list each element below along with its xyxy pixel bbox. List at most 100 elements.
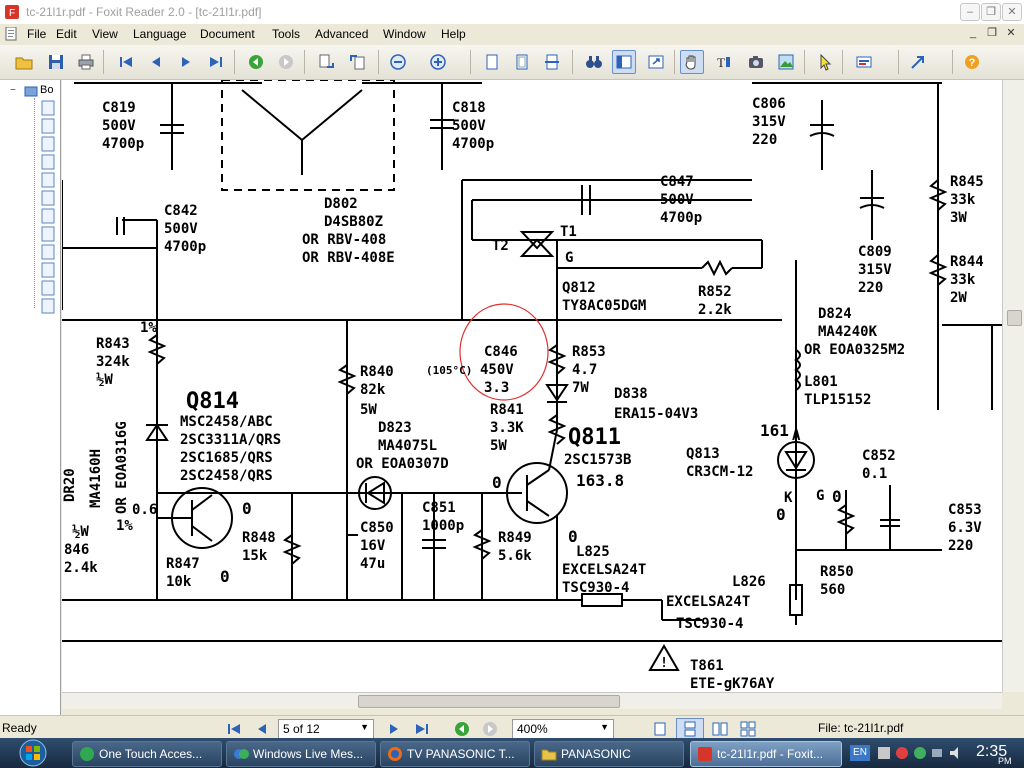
menu-tools[interactable]: Tools	[272, 27, 301, 41]
tray-icon-1[interactable]	[876, 745, 892, 761]
c847-voltage: 500V	[660, 192, 694, 208]
volume-icon[interactable]	[948, 745, 964, 761]
q814-part1: MSC2458/ABC	[180, 414, 273, 430]
select-tool-button[interactable]	[814, 50, 838, 74]
doc-minimize-button[interactable]: _	[969, 27, 977, 39]
app-icon	[80, 747, 94, 761]
first-page-button[interactable]	[114, 50, 138, 74]
taskbar-item-one-touch[interactable]: One Touch Acces...	[72, 741, 222, 767]
menu-language[interactable]: Language	[133, 27, 187, 41]
r850-label: R850	[820, 564, 854, 580]
select-text-button[interactable]: T	[712, 50, 736, 74]
next-page-icon[interactable]	[386, 721, 402, 737]
c851-label: C851	[422, 500, 456, 516]
dr20-label: DR20	[62, 468, 78, 502]
continuous-view-button[interactable]	[676, 718, 704, 740]
c806-voltage: 315V	[752, 114, 786, 130]
chevron-down-icon[interactable]: ▼	[600, 722, 609, 732]
facing-view-icon[interactable]	[712, 721, 728, 737]
page-rotate-right-icon	[350, 55, 365, 70]
d823-part: MA4075L	[378, 438, 437, 454]
network-icon[interactable]	[930, 745, 946, 761]
typewriter-button[interactable]	[852, 50, 876, 74]
minimize-button[interactable]: –	[960, 3, 980, 21]
image-button[interactable]	[774, 50, 798, 74]
back-button[interactable]	[244, 50, 268, 74]
doc-close-button[interactable]: ✕	[1006, 27, 1016, 39]
zoom-value: 400%	[517, 722, 548, 736]
pct-label-1: 1%	[140, 320, 157, 336]
tray-icon-3[interactable]	[912, 745, 928, 761]
language-indicator[interactable]: EN	[850, 745, 870, 761]
fit-page-button[interactable]	[510, 50, 534, 74]
rotate-button[interactable]	[314, 50, 338, 74]
save-button[interactable]	[44, 50, 68, 74]
menu-view[interactable]: View	[92, 27, 118, 41]
snapshot-button[interactable]	[744, 50, 768, 74]
vertical-scrollbar[interactable]	[1002, 80, 1024, 692]
menu-help[interactable]: Help	[441, 27, 466, 41]
toolbar-separator	[952, 50, 953, 74]
q813-part: CR3CM-12	[686, 464, 753, 480]
help-button[interactable]: ?	[960, 50, 984, 74]
horizontal-scrollbar[interactable]	[62, 692, 1002, 709]
last-page-icon[interactable]	[414, 721, 430, 737]
fullscreen-button[interactable]	[644, 50, 668, 74]
forward-button[interactable]	[274, 50, 298, 74]
actual-size-button[interactable]	[480, 50, 504, 74]
bookmarks-panel-button[interactable]	[612, 50, 636, 74]
zoom-in-button[interactable]	[426, 50, 450, 74]
d838-part: ERA15-04V3	[614, 406, 698, 422]
continuous-facing-icon[interactable]	[740, 721, 756, 737]
single-page-view-icon[interactable]	[652, 721, 668, 737]
tray-icon-2[interactable]	[894, 745, 910, 761]
print-button[interactable]	[74, 50, 98, 74]
hand-tool-button[interactable]	[680, 50, 704, 74]
toolbar-separator	[842, 50, 843, 74]
document-icon[interactable]	[4, 27, 20, 41]
find-button[interactable]	[582, 50, 606, 74]
menu-window[interactable]: Window	[383, 27, 426, 41]
annotation-button[interactable]	[906, 50, 930, 74]
restore-button[interactable]: ❐	[981, 3, 1001, 21]
first-page-icon[interactable]	[226, 721, 242, 737]
c842-label: C842	[164, 203, 198, 219]
chevron-down-icon[interactable]: ▼	[360, 722, 369, 732]
doc-restore-button[interactable]: ❐	[987, 27, 997, 39]
last-page-icon	[210, 57, 222, 67]
continuous-page-icon	[684, 721, 696, 737]
back-arrow-icon[interactable]	[454, 721, 470, 737]
document-view[interactable]: ! C819 500V 4700p C818 500V 4700p C806 3…	[62, 80, 1002, 692]
taskbar-item-firefox[interactable]: TV PANASONIC T...	[380, 741, 530, 767]
fit-width-button[interactable]	[540, 50, 564, 74]
menu-file[interactable]: File	[27, 27, 47, 41]
last-page-button[interactable]	[204, 50, 228, 74]
next-page-button[interactable]	[174, 50, 198, 74]
menu-edit[interactable]: Edit	[56, 27, 77, 41]
rotate-right-button[interactable]	[346, 50, 370, 74]
open-button[interactable]	[12, 50, 36, 74]
page-number-field[interactable]: 5 of 12 ▼	[278, 719, 374, 739]
start-button[interactable]	[8, 739, 58, 767]
previous-page-icon[interactable]	[254, 721, 270, 737]
c846-voltage: 450V	[480, 362, 514, 378]
t861-label: T861	[690, 658, 724, 674]
vertical-scroll-thumb[interactable]	[1007, 310, 1022, 326]
taskbar-item-folder[interactable]: PANASONIC	[534, 741, 684, 767]
forward-arrow-icon[interactable]	[482, 721, 498, 737]
r852-value: 2.2k	[698, 302, 732, 318]
r846-label: 846	[64, 542, 89, 558]
collapse-toggle[interactable]: −	[10, 85, 16, 96]
horizontal-scroll-thumb[interactable]	[358, 695, 620, 708]
dr20-alt: OR EOA0316G	[114, 421, 130, 514]
r840-power: 5W	[360, 402, 377, 418]
taskbar-item-windows-live[interactable]: Windows Live Mes...	[226, 741, 376, 767]
close-button[interactable]: ✕	[1002, 3, 1022, 21]
zoom-field[interactable]: 400% ▼	[512, 719, 614, 739]
menu-document[interactable]: Document	[200, 27, 255, 41]
previous-page-button[interactable]	[144, 50, 168, 74]
menu-advanced[interactable]: Advanced	[315, 27, 369, 41]
taskbar-item-foxit[interactable]: tc-21l1r.pdf - Foxit...	[690, 741, 842, 767]
r848-value: 15k	[242, 548, 268, 564]
zoom-out-button[interactable]	[386, 50, 410, 74]
